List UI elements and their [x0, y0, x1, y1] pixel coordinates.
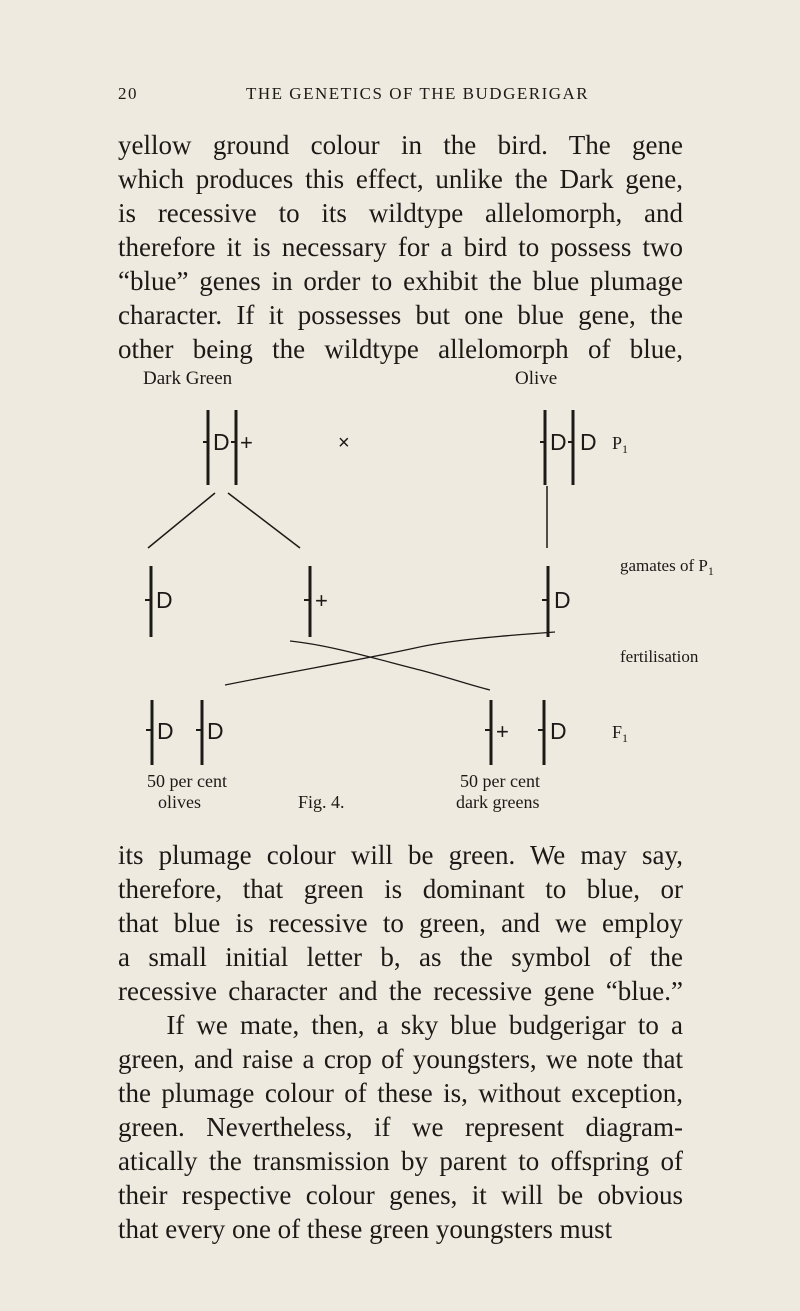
parent-dark-green-chromosomes: [203, 410, 238, 485]
text-line: green, and raise a crop of youngsters, w…: [118, 1044, 683, 1074]
text-line: their respective colour genes, it will b…: [118, 1180, 683, 1210]
parent-right-label: Olive: [515, 368, 557, 389]
right-result-name: dark greens: [456, 792, 539, 812]
right-result-percent: 50 per cent: [460, 771, 540, 791]
gamates-label: gamates of P1: [620, 556, 714, 578]
text-line: a small initial letter b, as the symbol …: [118, 942, 683, 972]
text-line: the plumage colour of these is, without …: [118, 1078, 683, 1108]
gene-d-parent-right-1: D: [550, 429, 567, 455]
f1-olive-gene-2: D: [207, 718, 224, 744]
cross-symbol: ×: [338, 432, 350, 454]
text-line: If we mate, then, a sky blue budgerigar …: [118, 1010, 683, 1040]
left-result-name: olives: [158, 792, 201, 812]
parent-left-label: Dark Green: [143, 368, 233, 389]
gamete-lines: [147, 486, 548, 549]
gamete-chromosomes: [145, 566, 550, 637]
fertilisation-label: fertilisation: [620, 647, 699, 666]
fertilisation-cross-lines: [224, 631, 556, 691]
text-line: is recessive to its wildtype allelomorph…: [118, 198, 683, 228]
paragraph-top: yellow ground colour in the bird. The ge…: [118, 128, 683, 366]
f1-darkgreen-gene-2: D: [550, 718, 567, 744]
paragraph-bottom: its plumage colour will be green. We may…: [118, 838, 683, 1246]
f1-chromosomes: [146, 700, 546, 765]
gamete-d-right: D: [554, 587, 571, 613]
generation-p1: P1: [612, 433, 628, 456]
f1-olive-gene-1: D: [157, 718, 174, 744]
text-line: that blue is recessive to green, and we …: [118, 908, 683, 938]
text-line: therefore, that green is dominant to blu…: [118, 874, 683, 904]
text-line: “blue” genes in order to exhibit the blu…: [118, 266, 683, 296]
text-line: green. Nevertheless, if we represent dia…: [118, 1112, 683, 1142]
parent-olive-chromosomes: [540, 410, 575, 485]
text-line: its plumage colour will be green. We may…: [118, 840, 683, 870]
gamete-plus: +: [315, 588, 328, 613]
figure-caption: Fig. 4.: [298, 792, 345, 812]
text-line: yellow ground colour in the bird. The ge…: [118, 130, 683, 160]
gene-d-parent-right-2: D: [580, 429, 597, 455]
gene-plus-parent-left: +: [240, 430, 253, 455]
left-result-percent: 50 per cent: [147, 771, 227, 791]
f1-darkgreen-gene-1: +: [496, 719, 509, 744]
text-line: which produces this effect, unlike the D…: [118, 164, 683, 194]
text-line: atically the transmission by parent to o…: [118, 1146, 683, 1176]
text-line: therefore it is necessary for a bird to …: [118, 232, 683, 262]
page-number: 20: [118, 84, 138, 103]
gamete-d-left: D: [156, 587, 173, 613]
text-line: recessive character and the recessive ge…: [118, 976, 683, 1006]
text-line: that every one of these green youngsters…: [118, 1214, 613, 1244]
text-line: other being the wildtype allelomorph of …: [118, 334, 683, 364]
text-line: character. If it possesses but one blue …: [118, 300, 683, 330]
running-title: THE GENETICS OF THE BUDGERIGAR: [246, 84, 590, 103]
generation-f1: F1: [612, 722, 628, 745]
gene-d-parent-left: D: [213, 429, 230, 455]
